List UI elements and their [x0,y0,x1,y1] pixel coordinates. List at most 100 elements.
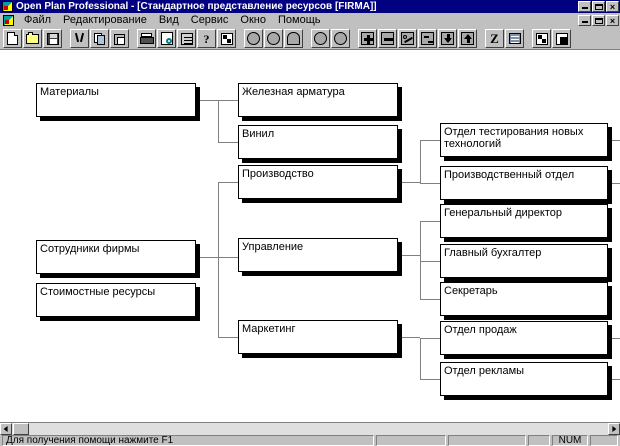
resource-node-otdel-test[interactable]: Отдел тестирования новых технологий [440,123,608,157]
save-disk-icon [44,30,61,47]
zoom-z-icon: Z [490,30,499,46]
scroll-thumb[interactable] [13,422,29,435]
help-question-icon: ? [203,31,210,46]
resource-node-proizv-otdel[interactable]: Производственный отдел [440,166,608,200]
resource-person-button[interactable] [264,29,283,48]
mdi-minimize-button[interactable] [578,15,591,26]
menu-item-edit[interactable]: Редактирование [57,13,153,28]
mdi-close-button[interactable]: × [606,15,619,26]
spreadsheet-button[interactable] [505,29,524,48]
scroll-right-button[interactable] [608,423,620,435]
menu-item-file[interactable]: Файл [18,13,57,28]
menu-item-tools[interactable]: Сервис [185,13,235,28]
cut-scissors-icon [71,30,88,47]
tree-connector [420,338,440,339]
help-button[interactable]: ? [197,29,216,48]
tree-connector [398,182,420,183]
scroll-track[interactable] [12,422,608,436]
tree-connector [218,337,238,338]
horizontal-scrollbar[interactable] [0,422,620,436]
save-button[interactable] [43,29,62,48]
zoom-button[interactable]: Z [485,29,504,48]
resource-node-label: Производство [242,168,314,180]
minimize-button[interactable] [578,1,591,12]
move-down-button[interactable] [438,29,457,48]
print-button[interactable] [137,29,156,48]
resource-node-label: Отдел рекламы [444,365,525,377]
step-icon [419,30,436,47]
tree-connector [420,140,421,183]
resource-node-marketing[interactable]: Маркетинг [238,320,398,354]
resource-node-label: Отдел тестирования новых технологий [444,126,584,150]
link-button[interactable] [398,29,417,48]
menu-label-file: Файл [24,14,52,26]
open-folder-icon [24,30,41,47]
mdi-document-icon[interactable] [3,15,14,26]
remove-minus-icon [379,30,396,47]
new-file-button[interactable] [3,29,22,48]
resource-node-vinil[interactable]: Винил [238,125,398,159]
tree-connector [420,140,440,141]
resource-node-label: Маркетинг [242,323,296,335]
paste-icon [111,30,128,47]
resource-node-stoimostnye[interactable]: Стоимостные ресурсы [36,283,196,317]
tree-connector [196,257,218,258]
resource-person-icon [265,30,282,47]
spreadsheet-icon [506,30,523,47]
status-pane-5 [590,435,618,446]
tree-connector [420,261,440,262]
spell-check-button[interactable] [217,29,236,48]
mdi-restore-button[interactable] [592,15,605,26]
resource-node-label: Главный бухгалтер [444,247,542,259]
tree-connector [608,183,620,184]
close-button[interactable]: × [606,1,619,12]
filled-circle-2-button[interactable] [331,29,350,48]
menu-item-window[interactable]: Окно [234,13,272,28]
tree-connector [420,183,440,184]
resource-node-gen-direktor[interactable]: Генеральный директор [440,204,608,238]
resource-node-sekretar[interactable]: Секретарь [440,282,608,316]
menu-bar: Файл Редактирование Вид Сервис Окно Помо… [0,13,620,28]
paste-button[interactable] [110,29,129,48]
resource-dome-button[interactable] [284,29,303,48]
remove-button[interactable] [378,29,397,48]
tree-connector [398,255,420,256]
cut-button[interactable] [70,29,89,48]
menu-label-help: Помощь [277,14,321,26]
resource-node-label: Управление [242,241,304,253]
copy-button[interactable] [90,29,109,48]
move-up-button[interactable] [458,29,477,48]
step-button[interactable] [418,29,437,48]
resource-node-otdel-prodaj[interactable]: Отдел продаж [440,321,608,355]
menu-label-window: Окно [240,14,266,26]
resource-circle-button[interactable] [244,29,263,48]
resource-node-upravlenie[interactable]: Управление [238,238,398,272]
menu-label-view: Вид [158,14,179,26]
tree-connector [218,100,238,101]
fit-window-button[interactable] [552,29,571,48]
tree-connector [608,338,620,339]
menu-item-view[interactable]: Вид [153,13,185,28]
resource-node-materialy[interactable]: Материалы [36,83,196,117]
resource-node-label: Сотрудники фирмы [40,243,140,255]
properties-button[interactable] [177,29,196,48]
network-view-button[interactable] [532,29,551,48]
open-folder-button[interactable] [23,29,42,48]
window-title: Open Plan Professional - [Стандартное пр… [16,1,377,12]
maximize-button[interactable] [592,1,605,12]
menu-label-edit: Редактирование [63,14,147,26]
resource-node-armatura[interactable]: Железная арматура [238,83,398,117]
resource-node-otdel-reklam[interactable]: Отдел рекламы [440,362,608,396]
tree-connector [608,140,620,141]
print-preview-button[interactable] [157,29,176,48]
add-button[interactable] [358,29,377,48]
move-up-icon [459,30,476,47]
resource-node-proizvodstvo[interactable]: Производство [238,165,398,199]
scroll-left-button[interactable] [0,423,12,435]
resource-node-sotrudniki[interactable]: Сотрудники фирмы [36,240,196,274]
filled-circle-button[interactable] [311,29,330,48]
resource-node-gl-buhgalter[interactable]: Главный бухгалтер [440,244,608,278]
menu-item-help[interactable]: Помощь [272,13,327,28]
